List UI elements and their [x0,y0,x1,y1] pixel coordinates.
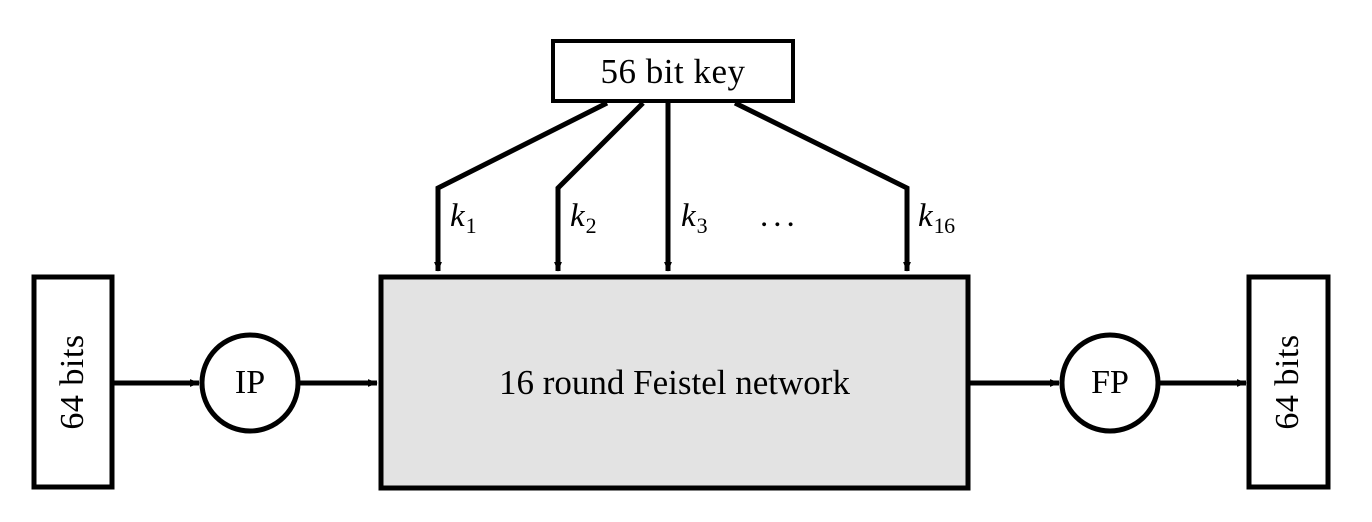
key-line-k16 [733,100,911,272]
input-bits-box [31,274,115,490]
ip-circle [199,332,301,434]
fp-circle [1059,332,1161,434]
key-line-k1 [434,100,609,272]
output-bits-box [1246,274,1331,490]
key-line-k2 [554,101,645,272]
feistel-network-block [378,274,971,491]
key-box [551,39,795,103]
